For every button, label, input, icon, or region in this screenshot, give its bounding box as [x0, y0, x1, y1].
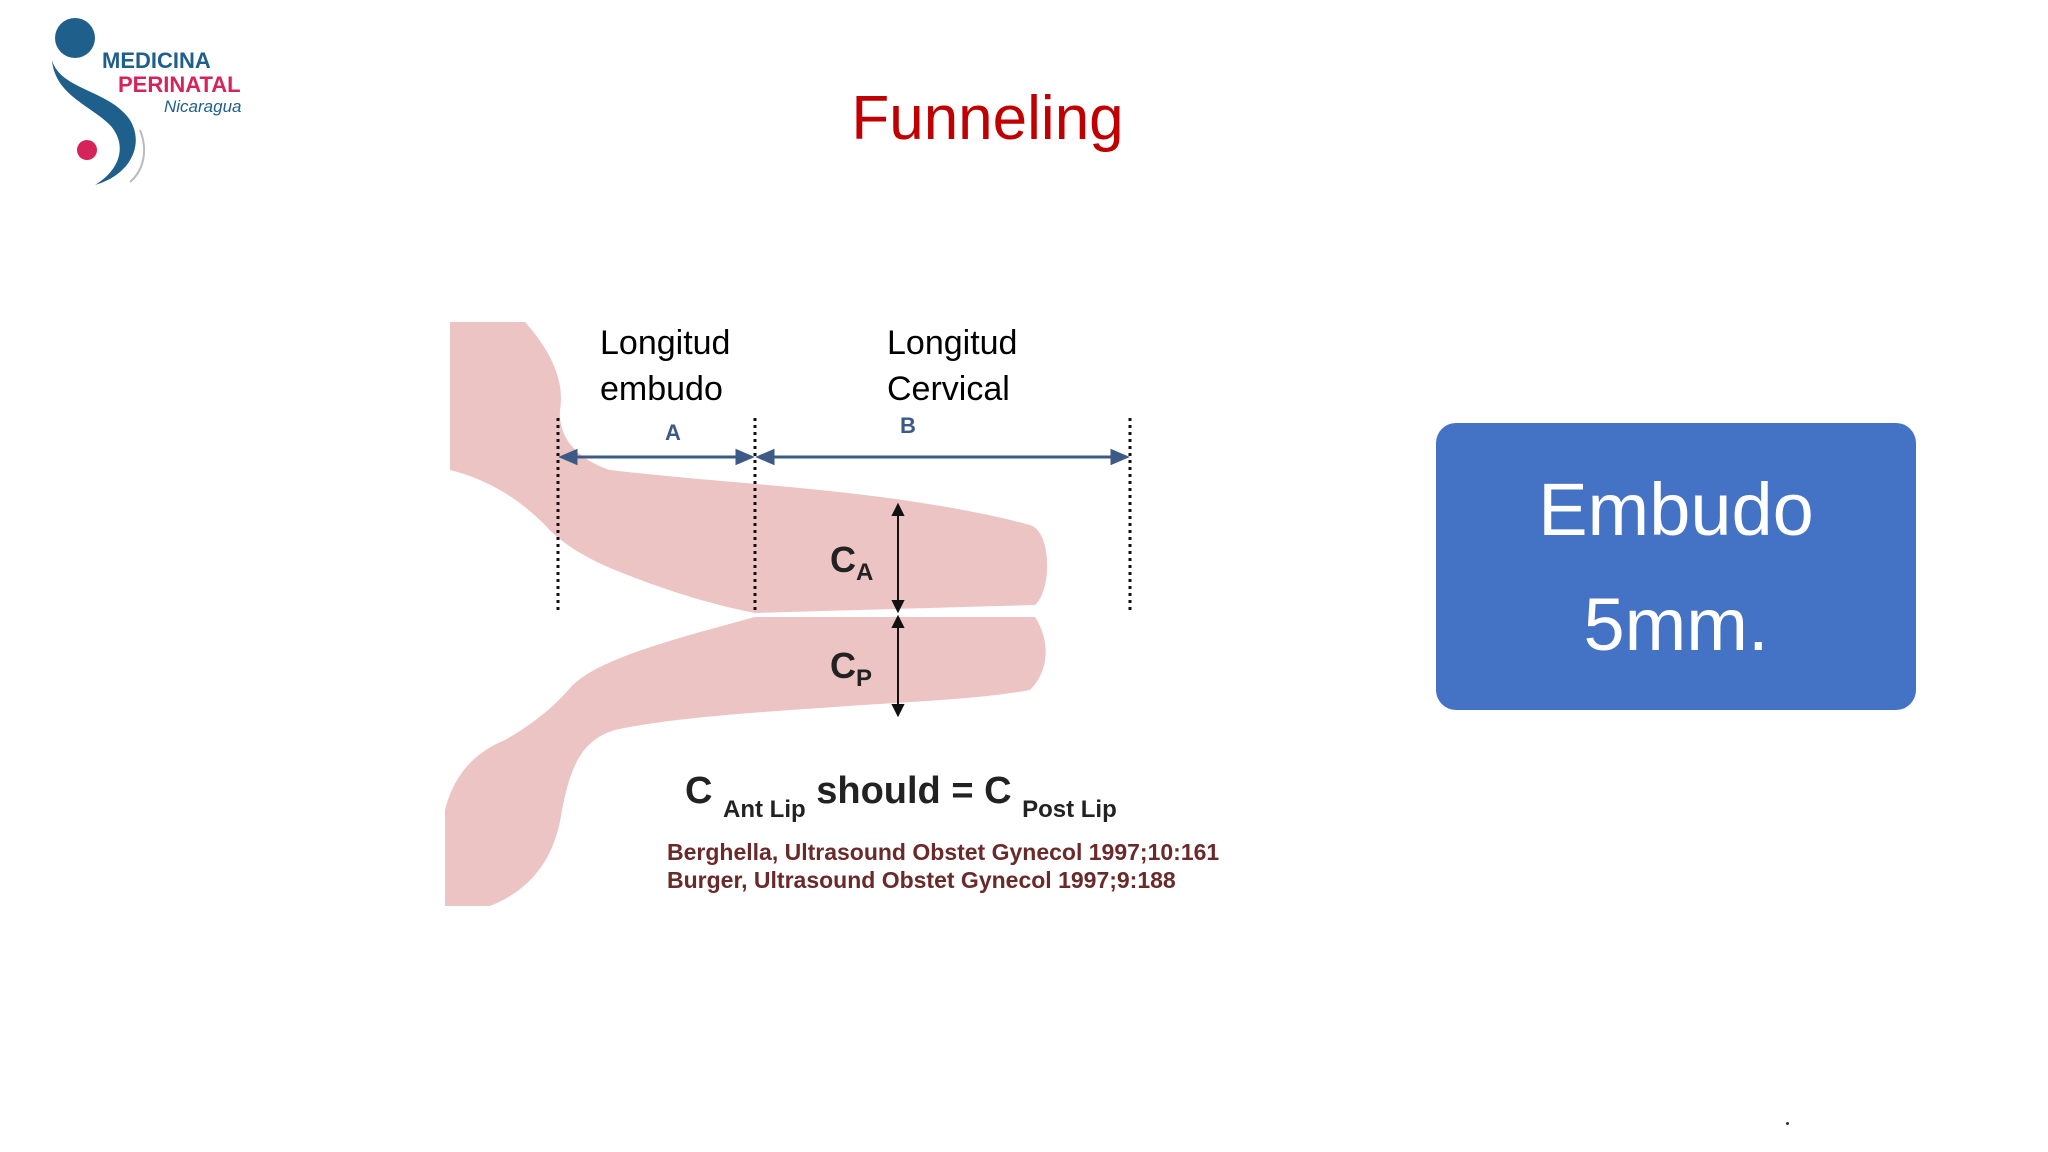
- arrow-cp: [891, 614, 905, 718]
- cp-label: CP: [830, 645, 872, 692]
- reference-2: Burger, Ultrasound Obstet Gynecol 1997;9…: [667, 867, 1176, 893]
- segment-b-label: B: [900, 413, 916, 438]
- arrow-ca: [891, 502, 905, 614]
- medicina-perinatal-logo: MEDICINA PERINATAL Nicaragua: [52, 18, 242, 185]
- reference-1: Berghella, Ultrasound Obstet Gynecol 199…: [667, 839, 1220, 865]
- ca-label: CA: [830, 539, 873, 586]
- logo-head-icon: [55, 18, 95, 58]
- lower-cervical-lip: [445, 617, 1046, 906]
- callout-line-1: Embudo: [1538, 467, 1814, 551]
- logo-text-nicaragua: Nicaragua: [164, 97, 242, 116]
- logo-figure-icon: [52, 60, 136, 185]
- footer-dot: [1786, 1122, 1789, 1125]
- cervical-length-label: Longitud Cervical: [887, 324, 1018, 408]
- formula-text: C Ant Lip should = C Post Lip: [685, 770, 1117, 823]
- references: Berghella, Ultrasound Obstet Gynecol 199…: [667, 838, 1219, 894]
- funnel-length-label: Longitud embudo: [600, 324, 731, 408]
- segment-a-label: A: [665, 420, 681, 445]
- arrow-a: [558, 448, 755, 466]
- slide-title: Funneling: [851, 84, 1124, 153]
- embudo-callout-box: Embudo 5mm.: [1436, 423, 1916, 710]
- logo-text-medicina: MEDICINA: [102, 48, 211, 73]
- funneling-diagram: A B CA CP: [445, 322, 1132, 906]
- logo-curve-icon: [129, 129, 146, 183]
- callout-line-2: 5mm.: [1583, 582, 1769, 666]
- logo-baby-icon: [77, 140, 97, 160]
- arrow-b: [755, 448, 1130, 466]
- logo-text-perinatal: PERINATAL: [118, 72, 241, 97]
